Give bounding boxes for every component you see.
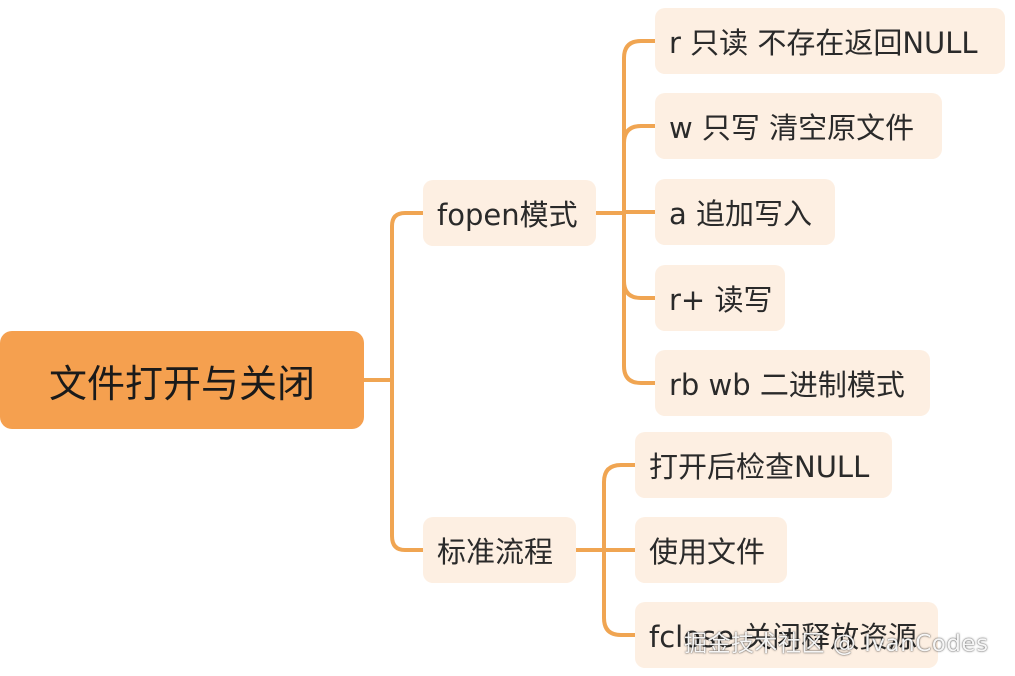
connector-root-to-standard bbox=[390, 378, 425, 552]
connector-fopen-rb bbox=[622, 211, 657, 385]
root-node-label: 文件打开与关闭 bbox=[48, 361, 315, 406]
leaf-node-label: fclose 关闭释放资源 bbox=[649, 620, 918, 654]
watermark: 掘金技术社区 @ IvanCodes bbox=[684, 631, 989, 657]
leaf-node-mode-w[interactable]: w 只写 清空原文件 bbox=[655, 93, 942, 159]
connector-fopen-r bbox=[622, 39, 657, 215]
leaf-node-mode-a[interactable]: a 追加写入 bbox=[655, 179, 835, 245]
leaf-node-label: a 追加写入 bbox=[669, 197, 812, 231]
branch-node-fopen-modes[interactable]: fopen模式 bbox=[423, 180, 596, 246]
connector-root-to-fopen bbox=[390, 211, 425, 382]
connector-standard-check bbox=[602, 463, 637, 552]
leaf-node-use-file[interactable]: 使用文件 bbox=[635, 517, 787, 583]
leaf-node-mode-binary[interactable]: rb wb 二进制模式 bbox=[655, 350, 930, 416]
connector-fopen-w bbox=[622, 124, 657, 215]
leaf-node-fclose[interactable]: fclose 关闭释放资源 bbox=[635, 602, 938, 668]
branch-node-label: fopen模式 bbox=[437, 198, 578, 232]
connector-standard-close bbox=[602, 548, 637, 637]
leaf-node-label: rb wb 二进制模式 bbox=[669, 368, 905, 402]
branch-node-standard-flow[interactable]: 标准流程 bbox=[423, 517, 576, 583]
leaf-node-label: r+ 读写 bbox=[669, 283, 773, 317]
leaf-node-mode-rplus[interactable]: r+ 读写 bbox=[655, 265, 785, 331]
leaf-node-label: 使用文件 bbox=[649, 535, 766, 569]
leaf-node-label: w 只写 清空原文件 bbox=[669, 111, 915, 145]
leaf-node-check-null[interactable]: 打开后检查NULL bbox=[635, 432, 892, 498]
connector-fopen-rplus bbox=[622, 211, 657, 300]
leaf-node-label: r 只读 不存在返回NULL bbox=[669, 26, 978, 60]
leaf-node-mode-r[interactable]: r 只读 不存在返回NULL bbox=[655, 8, 1005, 74]
branch-node-label: 标准流程 bbox=[437, 535, 554, 569]
leaf-node-label: 打开后检查NULL bbox=[649, 450, 870, 484]
root-node[interactable]: 文件打开与关闭 bbox=[0, 331, 364, 429]
